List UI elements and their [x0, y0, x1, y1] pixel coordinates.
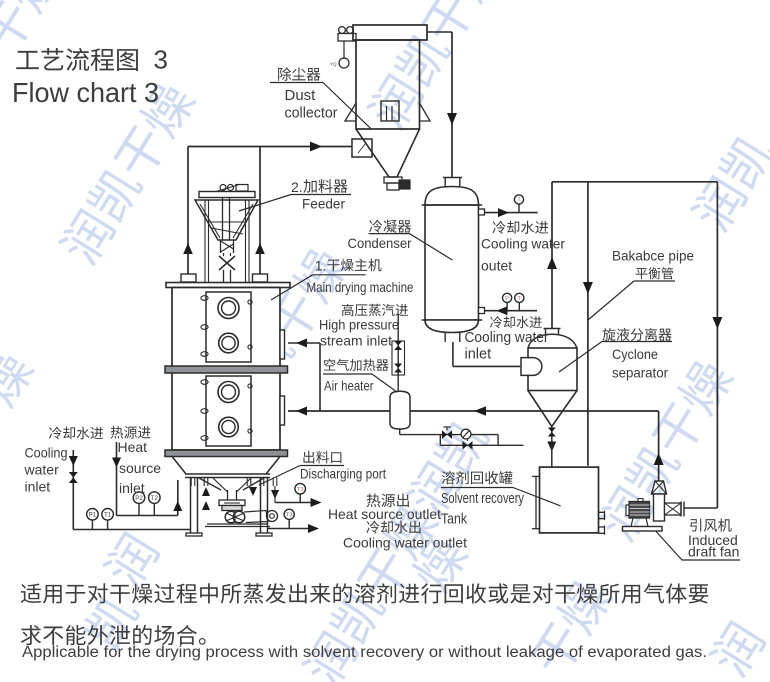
svg-text:Induced: Induced — [688, 532, 738, 548]
svg-text:Flow chart 3: Flow chart 3 — [12, 77, 159, 108]
svg-text:Solvent recovery: Solvent recovery — [441, 491, 525, 507]
svg-text:separator: separator — [612, 365, 668, 381]
svg-text:T3: T3 — [297, 487, 304, 493]
svg-text:Main drying machine: Main drying machine — [307, 279, 414, 295]
svg-text:Condenser: Condenser — [348, 235, 412, 251]
svg-text:Discharging port: Discharging port — [300, 466, 386, 482]
svg-text:YQ: YQ — [330, 62, 337, 67]
svg-text:Cooling water: Cooling water — [481, 236, 565, 252]
svg-text:inlet: inlet — [465, 346, 492, 362]
svg-text:source: source — [119, 460, 161, 476]
svg-text:Bakabce pipe: Bakabce pipe — [612, 248, 694, 264]
svg-text:High pressure: High pressure — [319, 317, 399, 333]
svg-text:water: water — [24, 462, 60, 478]
svg-text:inlet: inlet — [119, 480, 145, 496]
svg-text:Cooling water outlet: Cooling water outlet — [343, 535, 467, 551]
svg-text:2.: 2. — [291, 179, 303, 195]
svg-text:T1: T1 — [104, 512, 112, 519]
svg-text:P2: P2 — [135, 495, 143, 502]
svg-text:Tank: Tank — [441, 512, 468, 528]
svg-text:T3: T3 — [286, 512, 293, 518]
svg-text:T: T — [518, 296, 522, 302]
svg-text:draft fan: draft fan — [688, 544, 739, 560]
svg-text:outet: outet — [481, 258, 512, 274]
svg-text:Feeder: Feeder — [302, 196, 345, 212]
svg-text:inlet: inlet — [25, 479, 51, 495]
svg-text:Cooling water: Cooling water — [465, 330, 549, 346]
svg-text:P1: P1 — [89, 512, 97, 519]
svg-text:Air heater: Air heater — [324, 378, 374, 394]
svg-text:T: T — [517, 197, 521, 203]
svg-text:T2: T2 — [151, 495, 159, 502]
svg-text:Dust: Dust — [285, 87, 317, 104]
svg-text:stream inlet: stream inlet — [320, 333, 392, 349]
svg-text:P: P — [505, 296, 509, 302]
svg-text:3: 3 — [154, 45, 168, 75]
svg-text:Applicable for the drying proc: Applicable for the drying process with s… — [22, 644, 707, 661]
svg-text:Cyclone: Cyclone — [612, 346, 658, 362]
svg-text:collector: collector — [285, 105, 338, 122]
svg-text:Heat source outlet: Heat source outlet — [328, 506, 441, 522]
svg-text:1.: 1. — [315, 258, 327, 274]
svg-text:Cooling: Cooling — [25, 445, 68, 461]
svg-text:Heat: Heat — [118, 439, 148, 455]
